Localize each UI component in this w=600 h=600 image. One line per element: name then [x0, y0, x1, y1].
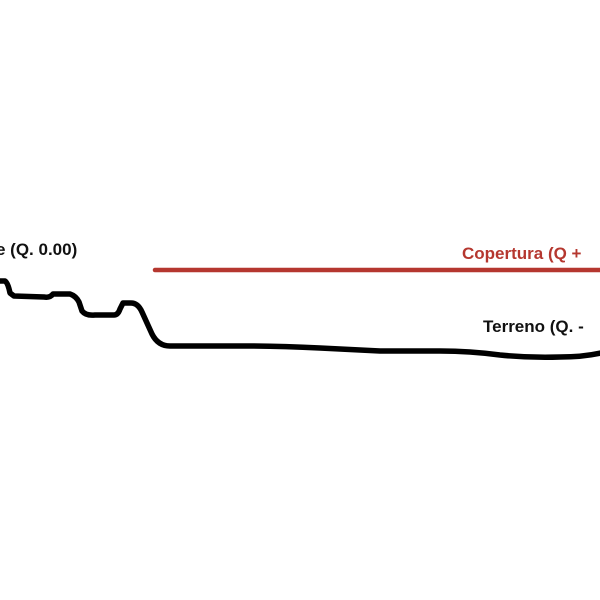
reference-level-label: e (Q. 0.00) — [0, 240, 78, 259]
terrain-level-label: Terreno (Q. - — [483, 317, 584, 336]
terrain-profile-line — [0, 278, 600, 360]
roof-level-label: Copertura (Q + — [462, 244, 582, 263]
